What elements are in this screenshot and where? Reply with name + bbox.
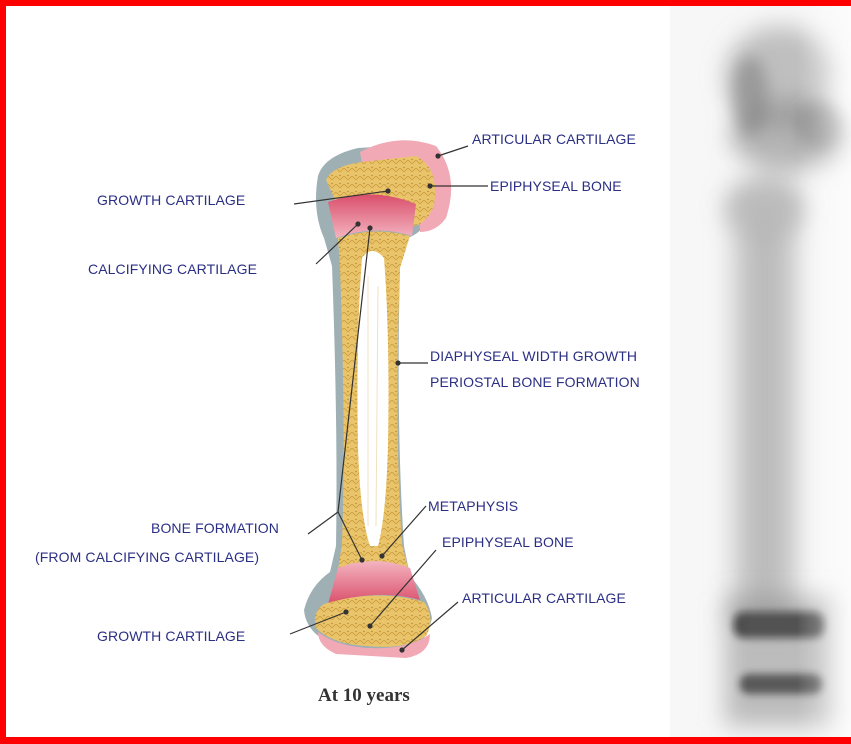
bone-diagram-panel: ARTICULAR CARTILAGE EPIPHYSEAL BONE GROW… xyxy=(6,6,670,737)
label-growth-cartilage-bottom: GROWTH CARTILAGE xyxy=(97,628,245,644)
caption-age: At 10 years xyxy=(318,685,410,707)
label-calcifying-cartilage: CALCIFYING CARTILAGE xyxy=(88,261,257,277)
label-periostal-bone-formation: PERIOSTAL BONE FORMATION xyxy=(430,374,670,390)
label-epiphyseal-bone-bottom: EPIPHYSEAL BONE xyxy=(442,534,574,550)
scintigraphy-render xyxy=(670,6,851,737)
label-articular-cartilage-bottom: ARTICULAR CARTILAGE xyxy=(462,590,626,606)
label-metaphysis: METAPHYSIS xyxy=(428,498,518,514)
label-bone-formation: BONE FORMATION xyxy=(151,520,279,536)
label-growth-cartilage-top: GROWTH CARTILAGE xyxy=(97,192,245,208)
bone-scan-image xyxy=(670,6,851,737)
label-epiphyseal-bone-top: EPIPHYSEAL BONE xyxy=(490,178,622,194)
label-articular-cartilage-top: ARTICULAR CARTILAGE xyxy=(472,131,670,147)
label-from-calcifying-cartilage: (FROM CALCIFYING CARTILAGE) xyxy=(35,549,259,565)
label-diaphyseal-width-growth: DIAPHYSEAL WIDTH GROWTH xyxy=(430,348,670,364)
